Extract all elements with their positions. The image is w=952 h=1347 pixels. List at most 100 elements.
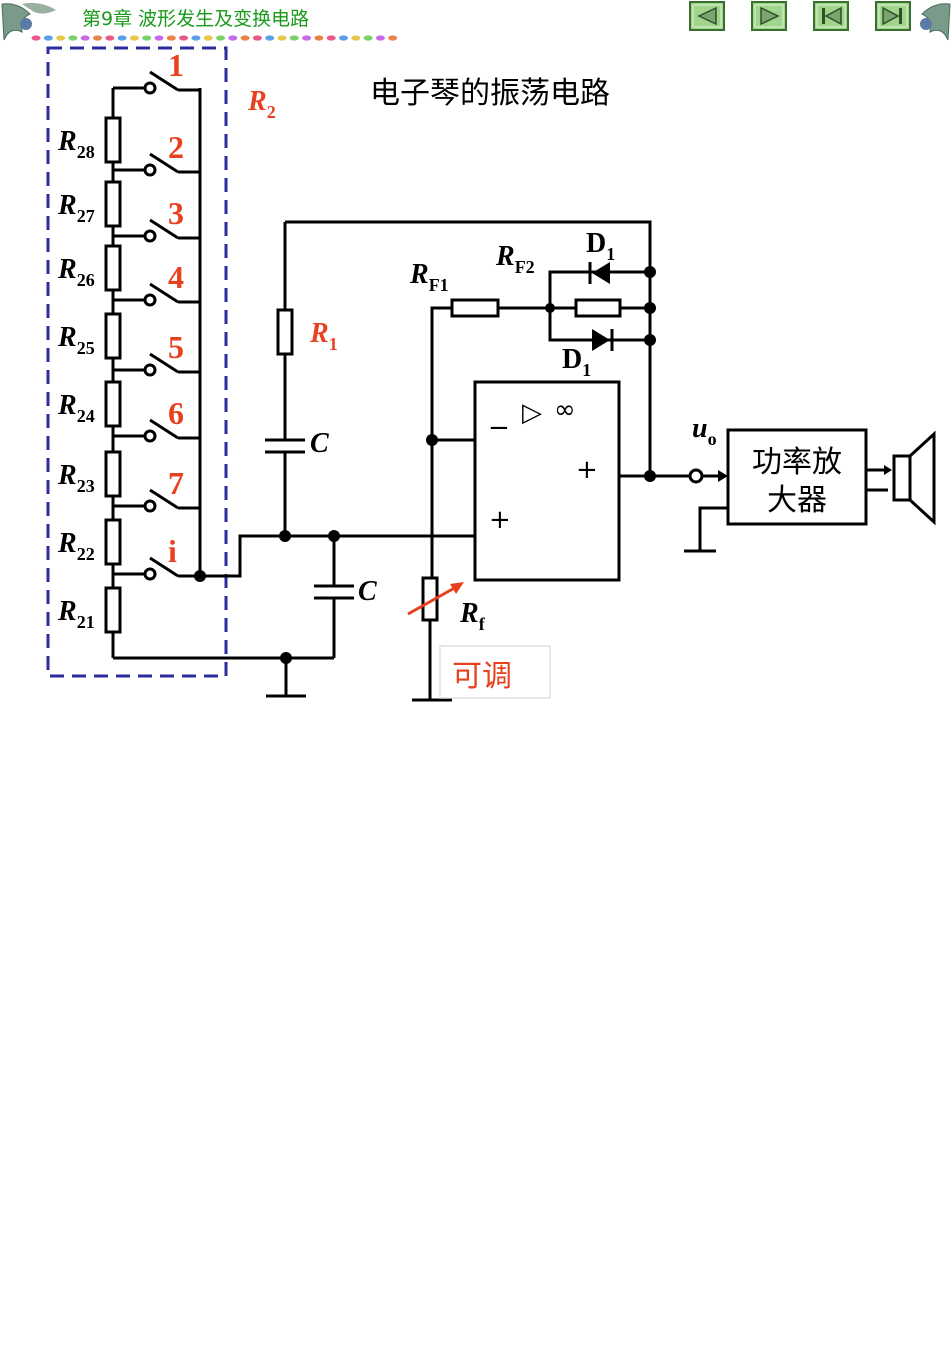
first-page-icon <box>822 6 842 26</box>
label-C-upper: C <box>310 428 329 459</box>
junction-dot <box>644 334 656 346</box>
decorative-bead <box>351 35 361 41</box>
resistor-chain-element <box>104 180 122 228</box>
decorative-bead <box>154 35 164 41</box>
diode-D1-bottom <box>592 329 614 351</box>
decorative-bead <box>265 35 275 41</box>
output-terminal <box>688 468 704 484</box>
resistor-R1 <box>276 308 294 356</box>
resistor-chain-element <box>104 450 122 498</box>
decorative-bead <box>339 35 348 41</box>
decorative-bead <box>43 35 53 41</box>
decorative-bead <box>105 35 115 41</box>
nav-next-button[interactable] <box>751 1 787 31</box>
arrowhead-icon <box>450 582 464 594</box>
r2-dashed-box <box>46 46 228 678</box>
nav-first-button[interactable] <box>813 1 849 31</box>
label-resistor-chain: R25 <box>57 322 95 358</box>
label-resistor-chain: R24 <box>57 390 95 426</box>
switch-contact <box>143 567 157 581</box>
wire <box>200 534 475 578</box>
speaker-icon <box>892 430 936 526</box>
decorative-bead <box>56 35 66 41</box>
switch-contact <box>143 499 157 513</box>
switch-blade <box>149 488 179 510</box>
switch-contact <box>143 363 157 377</box>
power-amplifier-box <box>726 428 868 526</box>
switch-number: i <box>168 533 177 569</box>
switch-contact <box>143 429 157 443</box>
resistor-RF1 <box>450 298 500 318</box>
switch-contact <box>143 163 157 177</box>
wire <box>430 306 452 578</box>
switch-number: 4 <box>168 259 184 295</box>
switch-number: 1 <box>168 47 184 83</box>
opamp-gain-symbol: ∞ <box>554 395 576 425</box>
switch-number: 2 <box>168 129 184 165</box>
wire <box>548 270 650 308</box>
decorative-bead <box>252 35 262 41</box>
amplifier-label-line1: 功率放 <box>752 445 842 480</box>
feedback-top-wire <box>285 220 652 476</box>
junction-dot <box>545 303 555 313</box>
switch-number: 3 <box>168 195 184 231</box>
switch-contact <box>143 81 157 95</box>
decorative-bead <box>31 35 41 41</box>
variable-arrow-icon <box>407 584 459 616</box>
nav-prev-button[interactable] <box>689 1 725 31</box>
opamp-body <box>473 380 621 582</box>
decorative-bead <box>93 35 102 41</box>
label-R1: R1 <box>309 318 338 354</box>
label-resistor-chain: R21 <box>57 596 95 632</box>
wire <box>698 506 728 550</box>
resistor-chain-element <box>104 586 122 634</box>
arrow-icon <box>718 470 728 482</box>
switch-contact <box>143 229 157 243</box>
resistor-chain-element <box>104 244 122 292</box>
nav-last-button[interactable] <box>875 1 911 31</box>
label-resistor-chain: R23 <box>57 460 95 496</box>
opamp-triangle-icon: ▷ <box>522 398 542 428</box>
switch-blade <box>149 282 179 304</box>
decorative-bead <box>375 35 385 41</box>
switch-blade <box>149 218 179 240</box>
label-resistor-chain: R26 <box>57 254 95 290</box>
junction-dot <box>644 470 656 482</box>
decorative-bead <box>314 35 324 41</box>
decorative-bead <box>166 35 176 41</box>
decorative-bead <box>302 35 312 41</box>
decorative-bead <box>289 35 299 41</box>
decorative-bead <box>203 35 213 41</box>
prev-triangle-icon <box>697 6 717 26</box>
decorative-bead <box>216 35 225 41</box>
junction-dot <box>644 266 656 278</box>
label-Rf: Rf <box>459 598 486 634</box>
label-R2: R2 <box>247 86 276 122</box>
switch-contact <box>143 293 157 307</box>
adjustable-note-box <box>439 645 551 699</box>
resistor-chain-element <box>104 380 122 428</box>
decorative-bead <box>142 35 152 41</box>
switch-blade <box>149 70 179 92</box>
chapter-title: 第9章 波形发生及变换电路 <box>82 8 309 30</box>
decorative-bead <box>129 35 139 41</box>
label-uo: uo <box>692 413 717 449</box>
switch-blade <box>149 352 179 374</box>
switch-blade <box>149 152 179 174</box>
decorative-bead <box>228 35 238 41</box>
label-RF2: RF2 <box>495 241 535 277</box>
resistor-chain-element <box>104 116 122 164</box>
decorative-bead <box>326 35 336 41</box>
decorative-bead <box>277 35 287 41</box>
opamp-noninverting-plus: + <box>489 505 511 535</box>
decorative-bead <box>80 35 90 41</box>
diagram-title: 电子琴的振荡电路 <box>370 76 610 111</box>
switch-number: 7 <box>168 465 184 501</box>
adjustable-note: 可调 <box>452 659 512 694</box>
decorative-bead <box>363 35 373 41</box>
amplifier-label-line2: 大器 <box>767 483 827 518</box>
switch-number: 6 <box>168 395 184 431</box>
label-resistor-chain: R27 <box>57 190 95 226</box>
